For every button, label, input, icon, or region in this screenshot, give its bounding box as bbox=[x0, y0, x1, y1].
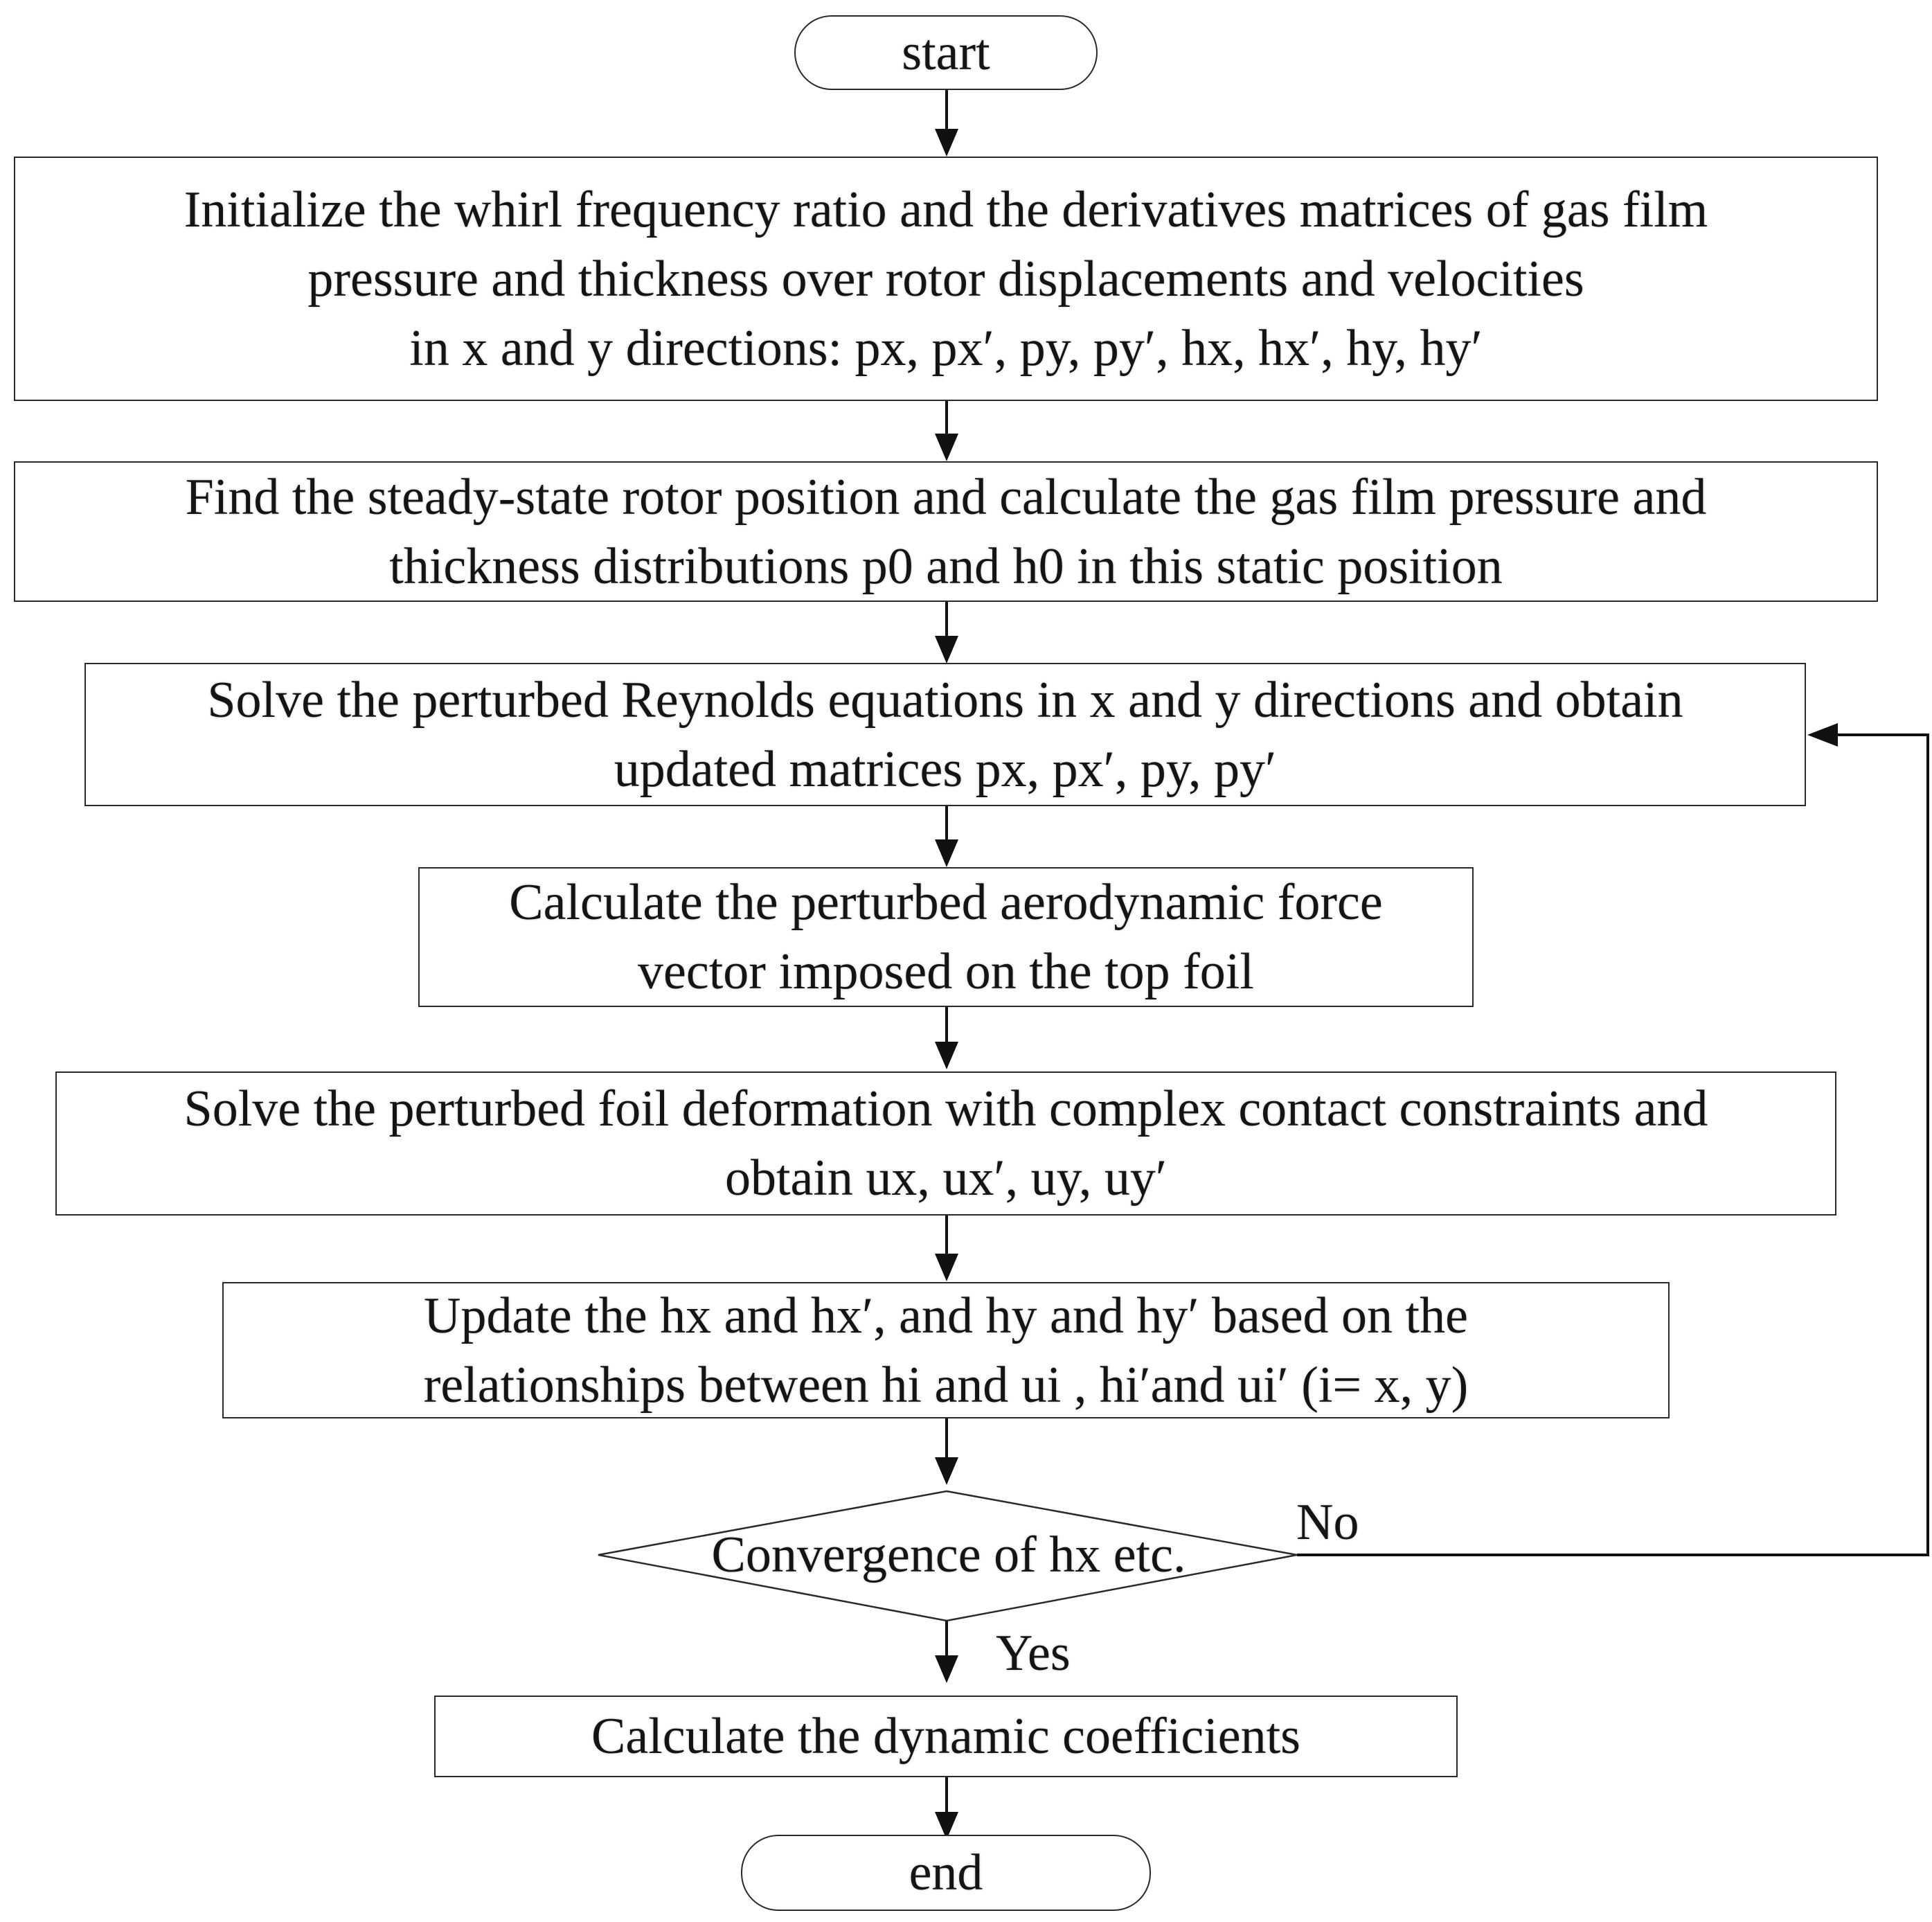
dynamic-coefficients-step-box: Calculate the dynamic coefficients bbox=[434, 1696, 1458, 1777]
aerodynamic-force-step-line-1: Calculate the perturbed aerodynamic forc… bbox=[509, 874, 1383, 931]
arrow-steady-state-to-reynolds bbox=[945, 602, 948, 639]
start-label: start bbox=[902, 24, 990, 81]
no-branch-line-vertical bbox=[1926, 733, 1929, 1556]
steady-state-step-line-2: thickness distributions p0 and h0 in thi… bbox=[389, 537, 1503, 595]
aerodynamic-force-step-line-2: vector imposed on the top foil bbox=[638, 943, 1254, 1000]
start-terminal: start bbox=[794, 15, 1098, 90]
initialize-step-line-2: pressure and thickness over rotor displa… bbox=[307, 250, 1584, 308]
aerodynamic-force-step-box: Calculate the perturbed aerodynamic forc… bbox=[418, 867, 1474, 1007]
arrowhead bbox=[935, 1254, 958, 1281]
arrow-aerodynamic-to-foil bbox=[945, 1007, 948, 1046]
arrowhead bbox=[935, 636, 958, 664]
arrowhead bbox=[935, 1655, 958, 1683]
no-branch-line-return bbox=[1835, 733, 1929, 736]
foil-deformation-step-box: Solve the perturbed foil deformation wit… bbox=[55, 1071, 1836, 1216]
arrowhead bbox=[935, 1457, 958, 1485]
update-step-line-1: Update the hx and hx′, and hy and hy′ ba… bbox=[424, 1287, 1468, 1344]
initialize-step-line-1: Initialize the whirl frequency ratio and… bbox=[184, 181, 1708, 238]
yes-label: Yes bbox=[996, 1625, 1071, 1682]
arrowhead bbox=[935, 434, 958, 461]
arrow-reynolds-to-aerodynamic bbox=[945, 806, 948, 844]
initialize-step-box: Initialize the whirl frequency ratio and… bbox=[14, 157, 1878, 401]
reynolds-step-line-1: Solve the perturbed Reynolds equations i… bbox=[207, 671, 1683, 729]
arrow-dynamic-to-end bbox=[945, 1777, 948, 1816]
end-terminal: end bbox=[741, 1835, 1151, 1911]
reynolds-step-line-2: updated matrices px, px′, py, py′ bbox=[614, 740, 1277, 798]
update-step-line-2: relationships between hi and ui , hi′and… bbox=[423, 1356, 1469, 1414]
arrowhead bbox=[935, 1042, 958, 1069]
arrow-foil-to-update bbox=[945, 1216, 948, 1257]
end-label: end bbox=[909, 1844, 983, 1901]
dynamic-coefficients-label: Calculate the dynamic coefficients bbox=[591, 1708, 1300, 1765]
update-step-box: Update the hx and hx′, and hy and hy′ ba… bbox=[222, 1282, 1670, 1418]
no-label: No bbox=[1296, 1494, 1359, 1551]
arrow-decision-to-dynamic bbox=[945, 1621, 948, 1659]
initialize-step-line-3: in x and y directions: px, px′, py, py′,… bbox=[409, 319, 1483, 377]
convergence-decision-label: Convergence of hx etc. bbox=[711, 1526, 1186, 1583]
reynolds-step-box: Solve the perturbed Reynolds equations i… bbox=[84, 663, 1806, 806]
arrowhead bbox=[935, 129, 958, 157]
arrow-update-to-decision bbox=[945, 1418, 948, 1461]
foil-deformation-step-line-1: Solve the perturbed foil deformation wit… bbox=[184, 1080, 1708, 1137]
foil-deformation-step-line-2: obtain ux, ux′, uy, uy′ bbox=[724, 1150, 1168, 1207]
arrowhead bbox=[935, 839, 958, 867]
arrowhead bbox=[1807, 723, 1838, 747]
no-branch-line-horizontal bbox=[1297, 1554, 1929, 1556]
steady-state-step-line-1: Find the steady-state rotor position and… bbox=[185, 468, 1707, 526]
arrow-start-to-initialize bbox=[945, 90, 948, 132]
steady-state-step-box: Find the steady-state rotor position and… bbox=[14, 461, 1878, 602]
arrow-initialize-to-steady-state bbox=[945, 401, 948, 437]
